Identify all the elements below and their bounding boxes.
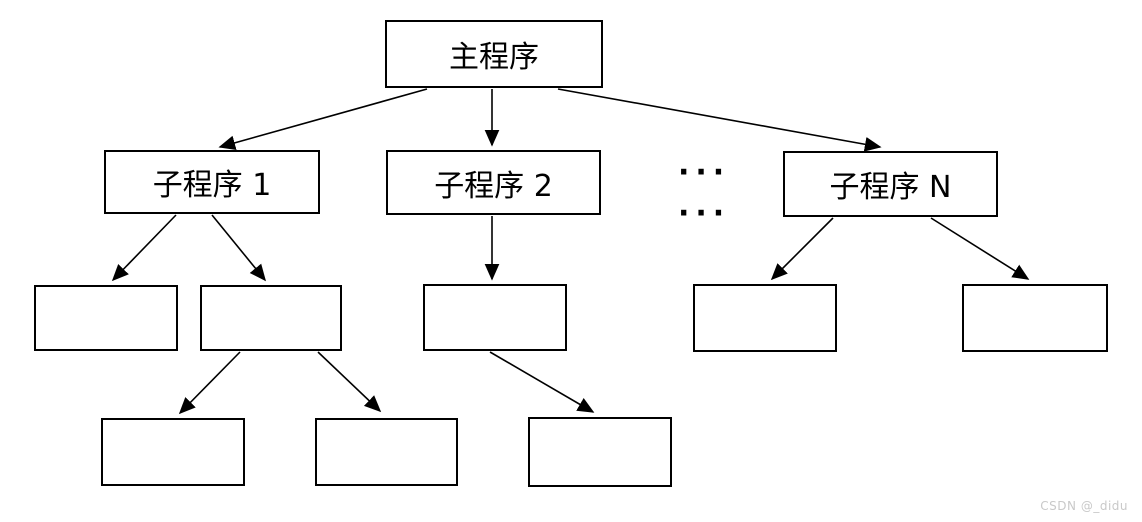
ellipsis-row-2: ··· bbox=[678, 196, 731, 231]
arrow-subN-to-child4 bbox=[770, 217, 834, 281]
node-empty-l4-3 bbox=[528, 417, 672, 487]
node-empty-l4-1 bbox=[101, 418, 245, 486]
node-main-program: 主程序 bbox=[385, 20, 603, 88]
node-empty-l4-2 bbox=[315, 418, 458, 486]
node-empty-l3-5 bbox=[962, 284, 1108, 352]
watermark-text: CSDN @_didu bbox=[1040, 499, 1128, 513]
arrow-child2-to-l4-1 bbox=[178, 351, 241, 415]
node-subprogram-2: 子程序 2 bbox=[386, 150, 601, 215]
node-empty-l3-3 bbox=[423, 284, 567, 351]
arrow-sub1-to-child2 bbox=[211, 214, 267, 282]
arrow-main-to-sub1 bbox=[218, 88, 428, 151]
node-empty-l3-1 bbox=[34, 285, 178, 351]
node-empty-l3-2 bbox=[200, 285, 342, 351]
arrow-main-to-subN bbox=[557, 88, 882, 152]
arrow-child3-to-l4-3 bbox=[489, 351, 595, 413]
node-empty-l3-4 bbox=[693, 284, 837, 352]
ellipsis-row-1: ··· bbox=[678, 155, 731, 190]
arrow-sub1-to-child1 bbox=[111, 214, 177, 282]
arrow-subN-to-child5 bbox=[930, 217, 1030, 280]
arrow-child2-to-l4-2 bbox=[317, 351, 382, 413]
node-subprogram-n: 子程序 N bbox=[783, 151, 998, 217]
node-subprogram-1: 子程序 1 bbox=[104, 150, 320, 214]
